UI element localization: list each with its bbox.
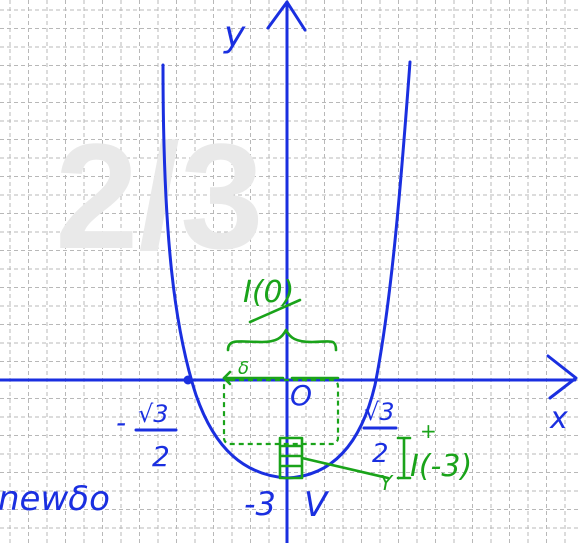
interval-right-super: +	[420, 419, 437, 443]
right-root-denominator: 2	[372, 439, 389, 469]
dashed-interval-box	[222, 378, 340, 446]
y-axis	[266, 0, 307, 543]
origin-label: O	[290, 379, 312, 412]
interval-label-top: I(0)	[243, 275, 294, 310]
curly-brace	[226, 328, 338, 352]
watermark-text: 2/3	[55, 112, 264, 280]
green-interval-annotations: I(0) δ + Y I(-3)	[222, 275, 472, 495]
right-root-numerator: √3	[364, 398, 395, 426]
left-root-numerator: √3	[138, 400, 169, 428]
y-intercept-label: -3	[244, 485, 276, 523]
left-root-denominator: 2	[152, 440, 170, 473]
left-root-sign: -	[116, 406, 126, 439]
vertex-label: V	[304, 485, 330, 525]
y-axis-label: y	[223, 14, 246, 55]
left-root-point	[183, 375, 193, 385]
x-axis-label: x	[549, 401, 568, 436]
word-fragment: newδo	[0, 479, 110, 519]
interval-width-label: δ	[238, 358, 249, 379]
interval-right-label: I(-3)	[410, 449, 472, 484]
interval-right-sub: Y	[380, 471, 394, 495]
